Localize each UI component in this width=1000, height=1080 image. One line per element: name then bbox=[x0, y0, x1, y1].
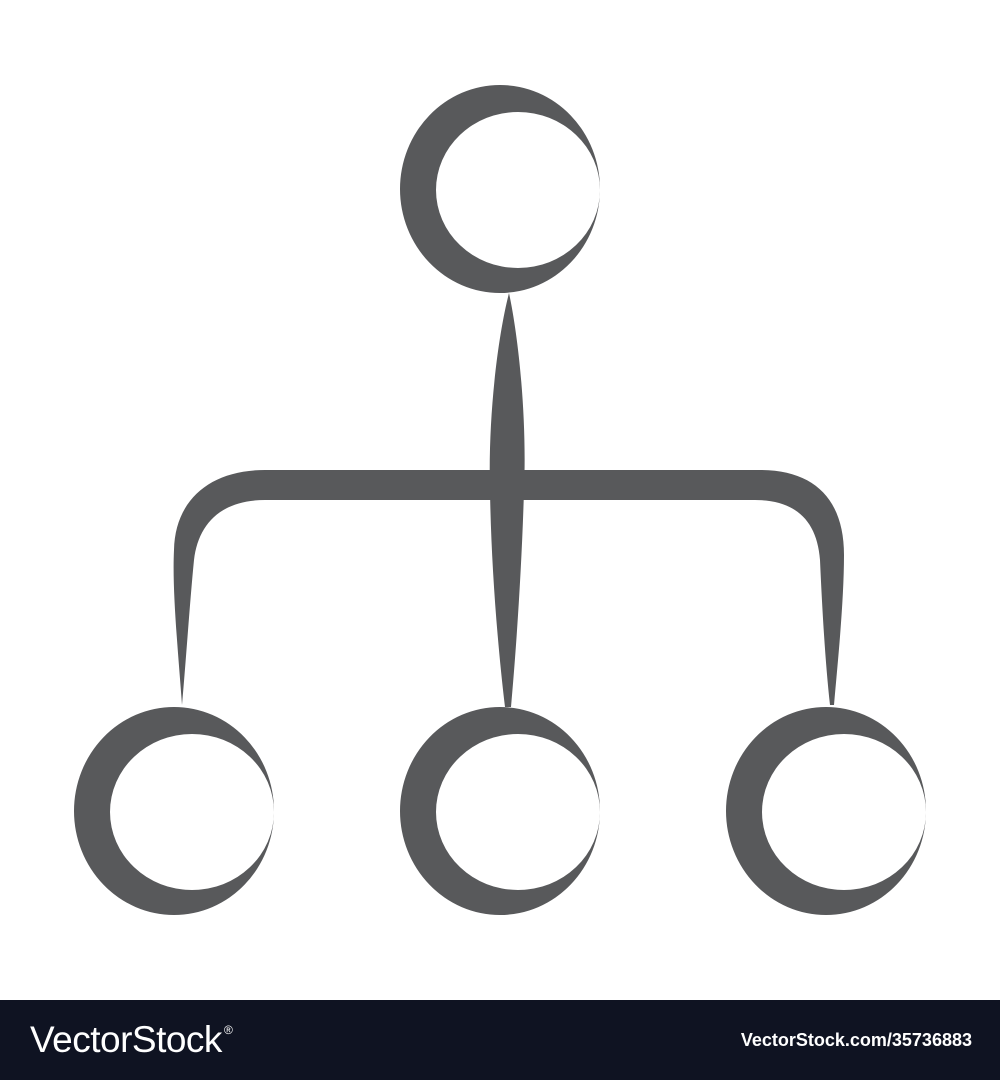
top-node-icon bbox=[400, 85, 600, 293]
watermark-footer: VectorStock® VectorStock.com/35736883 bbox=[0, 1000, 1000, 1080]
image-id: VectorStock.com/35736883 bbox=[740, 1029, 972, 1050]
hierarchy-illustration bbox=[74, 85, 926, 915]
bottom-left-node-icon bbox=[74, 707, 274, 915]
bottom-center-node-icon bbox=[400, 707, 600, 915]
brand-logo: VectorStock® bbox=[30, 1019, 233, 1061]
branch-connector bbox=[173, 470, 845, 705]
registered-mark: ® bbox=[223, 1023, 233, 1037]
hierarchy-icon bbox=[74, 85, 926, 915]
brand-name: VectorStock bbox=[30, 1019, 222, 1060]
bottom-right-node-icon bbox=[726, 707, 926, 915]
